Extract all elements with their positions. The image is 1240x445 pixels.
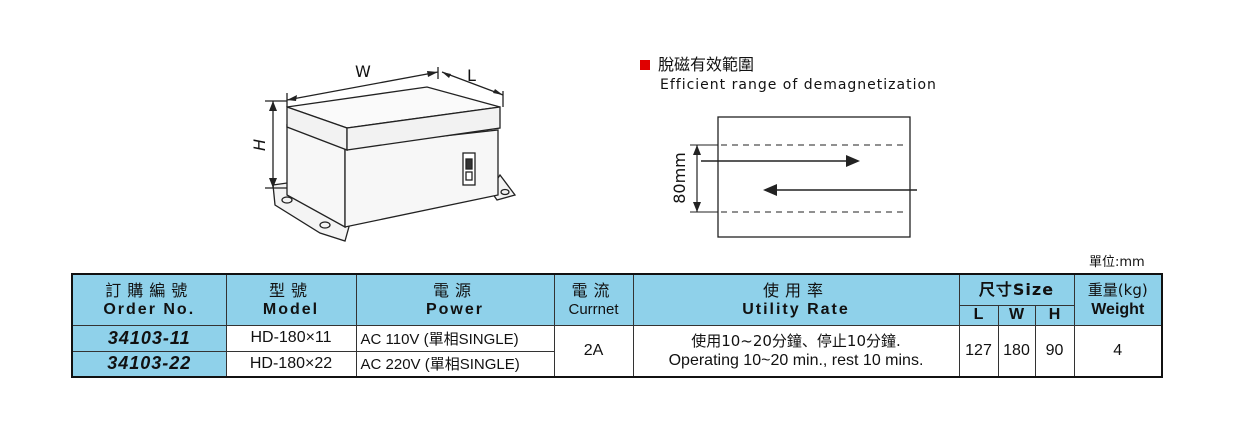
size-l-cell: 127 (958, 324, 999, 378)
header-size-h: H (1034, 304, 1075, 326)
size-h-cell: 90 (1034, 324, 1075, 378)
order-no-cell: 34103-11 (71, 324, 227, 352)
header-weight: 重量(kg) Weight (1073, 273, 1163, 326)
demagnetization-legend-subtitle: Efficient range of demagnetization (660, 77, 937, 93)
header-order-no: 訂購編號 Order No. (71, 273, 227, 326)
width-dimension-label: W (355, 62, 371, 81)
weight-cell: 4 (1073, 324, 1163, 378)
power-cell: AC 220V (單相SINGLE) (355, 350, 555, 378)
size-w-cell: 180 (997, 324, 1036, 378)
header-power: 電源 Power (355, 273, 555, 326)
box-lid-side (346, 106, 501, 151)
utility-rate-cell: 使用10~20分鐘、停止10分鐘. Operating 10~20 min., … (632, 324, 960, 378)
table-row: 34103-22 HD-180×22 AC 220V (單相SINGLE) (71, 350, 1162, 378)
demagnetizer-box-drawing: W L H (250, 62, 517, 242)
model-cell: HD-180×22 (225, 350, 357, 378)
range-height-label: 80mm (670, 152, 689, 204)
power-cell: AC 110V (單相SINGLE) (355, 324, 555, 352)
unit-note: 單位:mm (1089, 255, 1145, 270)
demagnetization-legend-title: 脫磁有效範圍 (640, 51, 754, 75)
length-dimension-label: L (467, 66, 476, 85)
header-utility-rate: 使用率 Utility Rate (632, 273, 960, 326)
model-cell: HD-180×11 (225, 324, 357, 352)
height-dimension-label: H (250, 139, 269, 151)
order-no-cell: 34103-22 (71, 350, 227, 378)
header-size-w: W (997, 304, 1036, 326)
table-row: 34103-11 HD-180×11 AC 110V (單相SINGLE) 2A… (71, 324, 1163, 378)
spec-table: 訂購編號 Order No. 型號 Model 電源 Power 電流 Curr… (71, 273, 1163, 378)
header-current: 電流 Currnet (553, 273, 634, 326)
header-size-l: L (958, 304, 999, 326)
header-model: 型號 Model (225, 273, 357, 326)
demagnetization-range-diagram: 80mm (670, 116, 917, 238)
range-frame (717, 116, 911, 238)
header-size: 尺寸Size (958, 273, 1075, 306)
red-square-icon (640, 59, 650, 70)
current-cell: 2A (553, 324, 634, 378)
